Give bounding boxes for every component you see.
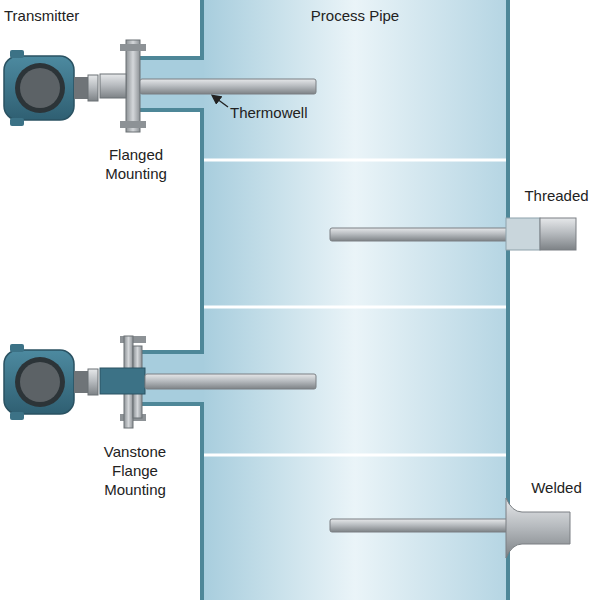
mounting-label: Welded — [519, 478, 594, 497]
part-label: Transmitter — [4, 6, 114, 25]
mounting-label: Vanstone Flange Mounting — [85, 442, 185, 499]
mounting-label: Flanged Mounting — [90, 145, 182, 183]
part-label: Thermowell — [230, 103, 330, 122]
mounting-label: Threaded — [519, 186, 594, 205]
pipe-label: Process Pipe — [290, 6, 420, 25]
